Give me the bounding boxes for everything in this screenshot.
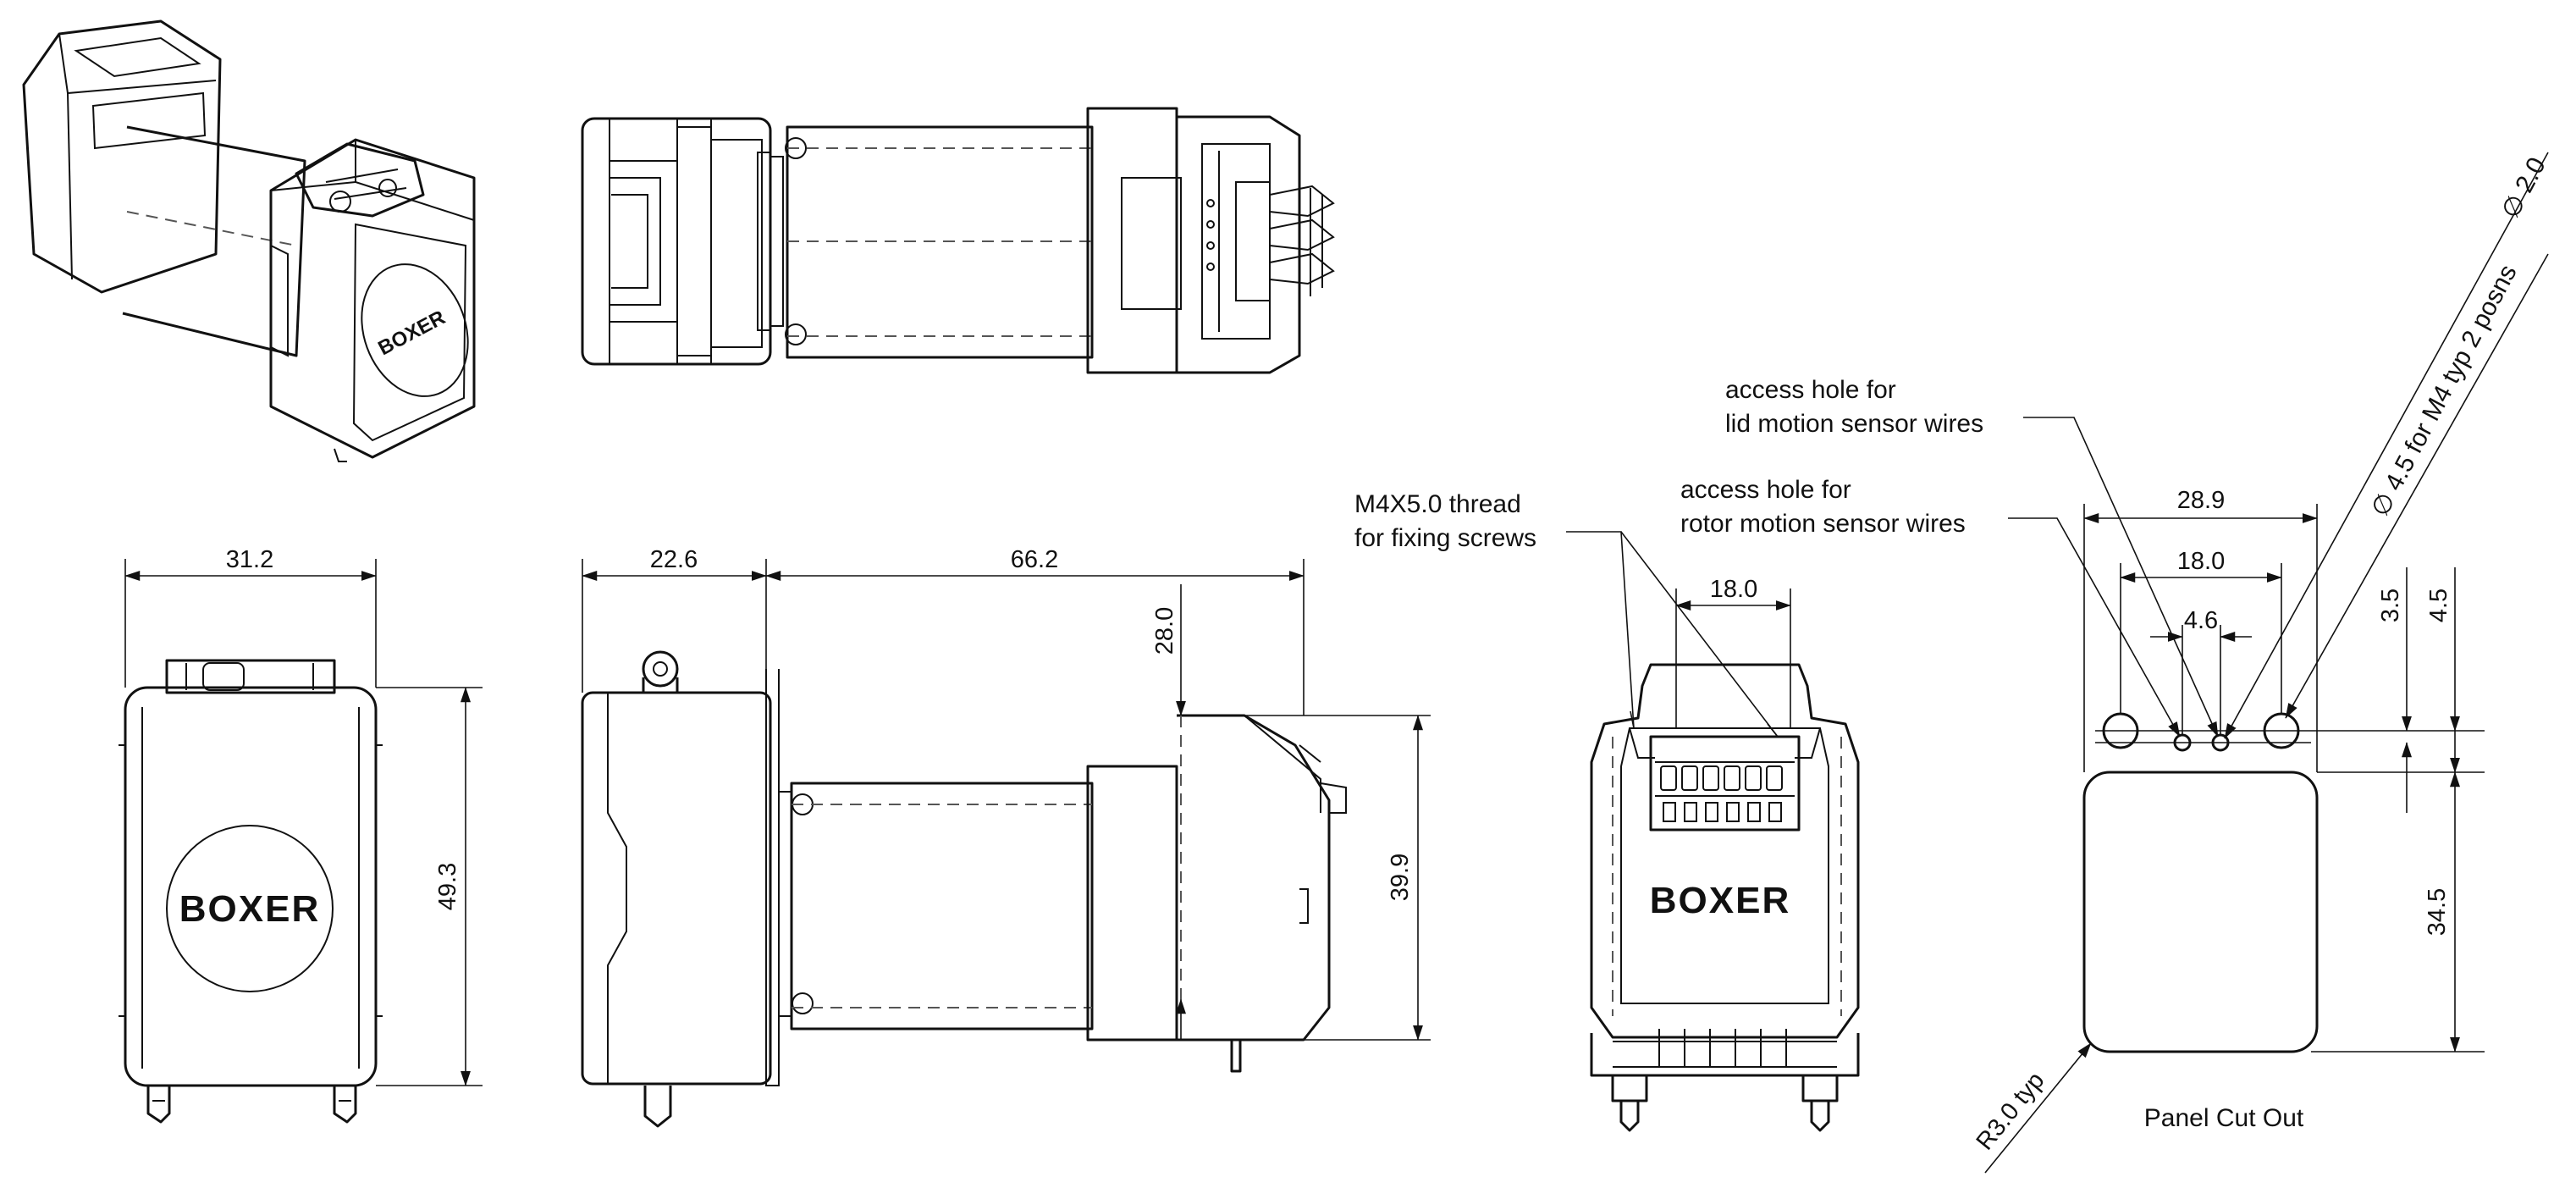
side-view [581,650,1347,1128]
front-view: BOXER [119,659,383,1124]
note-mount-hole: ∅ 4.5 for M4 typ 2 posns [2366,260,2523,521]
dim-rear-screw-pitch: 18.0 [1710,576,1757,603]
note-thread-line1: M4X5.0 thread [1354,490,1521,518]
note-lid-line2: lid motion sensor wires [1725,410,1983,438]
iso-brand-logo: BOXER [374,306,449,360]
dim-side-rear-height: 28.0 [1151,607,1178,655]
dim-side-head-length: 22.6 [650,546,698,573]
dim-cutout-height: 34.5 [2424,888,2451,936]
top-view [581,107,1335,374]
dim-cutout-hole-offset: 3.5 [2377,588,2404,622]
dim-side-rear-full-height: 39.9 [1387,854,1414,901]
rear-brand-logo: BOXER [1650,880,1790,921]
dim-front-height: 49.3 [434,863,461,910]
panel-cutout-view: Panel Cut Out [2082,712,2485,1132]
note-small-hole: ∅ 2.0 [2496,153,2551,224]
note-rotor-line1: access hole for [1680,476,1851,504]
panel-cutout-title: Panel Cut Out [2144,1104,2304,1132]
note-lid-line1: access hole for [1725,376,1896,404]
dim-cutout-hole-row-offset: 4.5 [2425,588,2452,622]
front-brand-logo: BOXER [179,888,320,930]
dim-side-body-length: 66.2 [1011,546,1058,573]
isometric-view: BOXER [22,19,476,462]
note-rotor-line2: rotor motion sensor wires [1680,510,1966,538]
dim-cutout-width: 28.9 [2177,487,2225,514]
rear-view: BOXER [1590,663,1860,1132]
note-thread-line2: for fixing screws [1354,524,1536,552]
dim-cutout-inner-hole-pitch: 4.6 [2184,607,2218,634]
dim-front-width: 31.2 [226,546,273,573]
dimension-annotations: 31.2 49.3 22.6 66.2 28.0 39.9 18.0 M4X5.… [124,152,2551,1174]
dim-cutout-outer-hole-pitch: 18.0 [2177,548,2225,575]
